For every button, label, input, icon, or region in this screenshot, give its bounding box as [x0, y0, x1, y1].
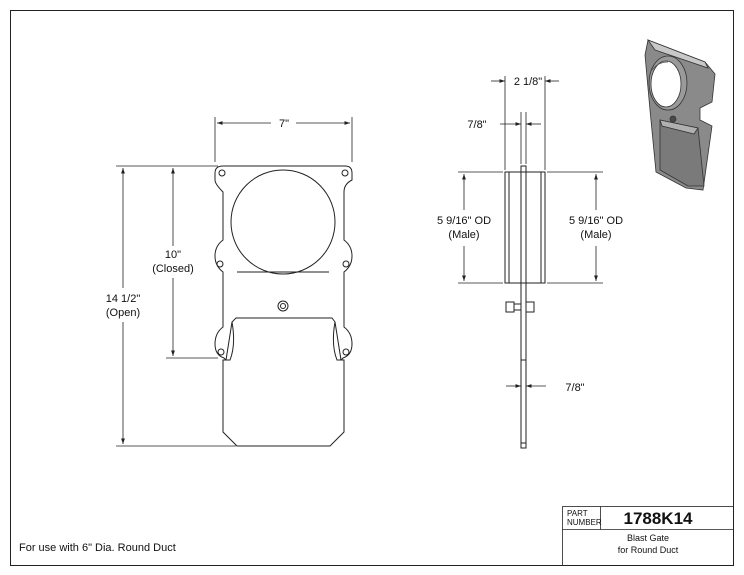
dim-side-total-width [491, 76, 559, 170]
footer-note: For use with 6" Dia. Round Duct [19, 542, 176, 554]
dim-height-closed-value: 10" [165, 249, 181, 261]
dim-side-upper-thickness [500, 112, 541, 164]
front-view [214, 165, 353, 447]
side-view [504, 165, 546, 449]
mount-hole [341, 169, 349, 177]
sheet-border [10, 10, 734, 566]
description-line2: for Round Duct [618, 545, 679, 555]
dim-od-left-value: 5 9/16" OD [437, 215, 491, 227]
dim-side-lower-thickness-label: 7/8" [565, 382, 584, 394]
side-collar [504, 171, 546, 284]
description-line1: Blast Gate [627, 533, 669, 543]
mount-hole [342, 348, 350, 356]
part-label-line1: PART [567, 509, 588, 518]
dim-height-closed [166, 165, 218, 359]
mount-hole [217, 348, 225, 356]
dim-od-right [547, 171, 603, 284]
title-block [562, 506, 734, 566]
dim-side-total-width-label: 2 1/8" [514, 76, 542, 88]
dim-side-upper-thickness-label: 7/8" [467, 119, 486, 131]
part-number: 1788K14 [623, 509, 693, 528]
dim-od-left [458, 171, 503, 284]
dim-height-open-note: (Open) [106, 307, 140, 319]
dim-height-open-value: 14 1/2" [106, 293, 141, 305]
front-plate-outline [214, 165, 353, 361]
side-plate [520, 165, 527, 361]
dim-height-closed-note: (Closed) [152, 263, 194, 275]
mount-hole [218, 169, 226, 177]
dim-front-width-label: 7" [279, 118, 289, 130]
dim-front-width [214, 117, 353, 162]
part-label-line2: NUMBER [567, 518, 602, 527]
front-duct-opening [230, 169, 336, 275]
front-blade-outline [222, 359, 345, 447]
dim-od-right-value: 5 9/16" OD [569, 215, 623, 227]
dim-od-right-note: (Male) [580, 229, 611, 241]
mount-hole [216, 260, 224, 268]
front-pivot-bolt [277, 300, 289, 312]
dim-side-lower-thickness [506, 364, 546, 400]
isometric-render [644, 39, 716, 191]
side-blade [520, 360, 527, 449]
mount-hole [342, 260, 350, 268]
dim-od-left-note: (Male) [448, 229, 479, 241]
dim-height-open [116, 165, 236, 447]
side-bolt [505, 301, 515, 313]
